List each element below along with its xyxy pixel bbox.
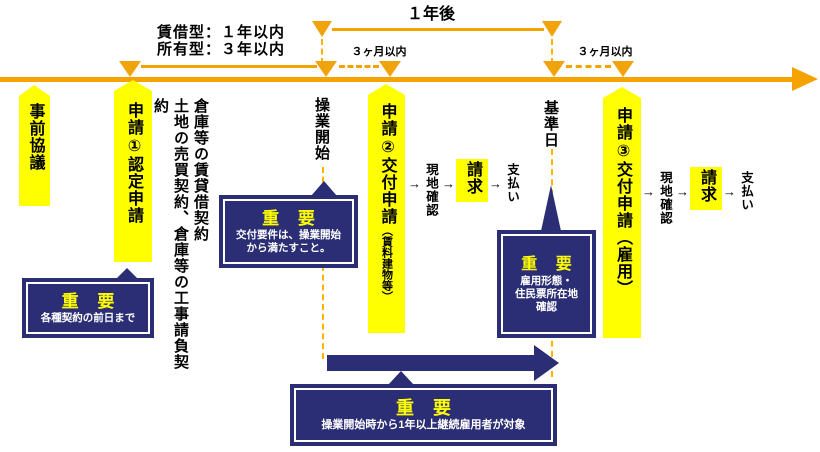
claim-label: 請求 xyxy=(456,159,488,202)
milestone-marker-basedate-icon xyxy=(543,61,565,77)
payment-label: 支払い xyxy=(739,171,753,212)
base-date-label: 基準日 xyxy=(542,100,559,148)
app2-label: 申請②交付申請（賃料建物等） xyxy=(368,95,405,333)
contracts-note: 倉庫等の賃貸借契約 土地の売買契約、倉庫等の工事請負契約 xyxy=(150,98,210,380)
claim-text: 請求 xyxy=(464,161,481,195)
start-to-app2-dashed-line xyxy=(339,65,379,68)
app3-label-tip xyxy=(603,87,641,98)
app2-label-tip xyxy=(368,84,405,95)
timeline-arrowhead-icon xyxy=(792,67,818,91)
milestone-marker-app3-icon xyxy=(612,61,634,77)
app2-label-text: 申請②交付申請（賃料建物等） xyxy=(375,95,399,333)
rental-type-text: 賃借型：１年以内 xyxy=(157,24,286,41)
flow-after-app3: → 現地確認 → 請求 → 支払い xyxy=(641,167,756,225)
important-4-title: 重 要 xyxy=(395,398,458,418)
important-box-employment-check: 重 要 雇用形態・ 住民票所在地 確認 xyxy=(497,230,596,338)
important-box-continuous-employment: 重 要 操業開始時から1年以上継続雇用者が対象 xyxy=(290,384,557,446)
one-year-later-label: １年後 xyxy=(406,6,455,23)
claim-text: 請求 xyxy=(698,169,715,203)
operation-start-label: 操業開始 xyxy=(313,97,330,161)
important-box-contracts: 重 要 各種契約の前日まで xyxy=(22,278,154,338)
important-3-line: 確認 xyxy=(536,301,557,313)
important-3-line: 雇用形態・ xyxy=(520,275,573,287)
important-3-line: 住民票所在地 xyxy=(515,288,578,300)
bracket-left-dash xyxy=(321,39,323,64)
important-1-title: 重 要 xyxy=(61,292,122,311)
three-months-label-1: ３ヶ月以内 xyxy=(351,46,407,58)
contracts-line-2: 土地の売買契約、倉庫等の工事請負契約 xyxy=(152,98,189,370)
flow-arrow-icon: → xyxy=(676,184,689,199)
important-2-line: 交付要件は、操業開始 xyxy=(236,229,341,241)
important-1-inner: 重 要 各種契約の前日まで xyxy=(26,282,150,334)
site-check-label: 現地確認 xyxy=(424,163,438,217)
one-year-bracket-line xyxy=(332,28,544,31)
app1-to-start-interval-line xyxy=(141,65,317,68)
payment-label: 支払い xyxy=(505,163,519,204)
three-months-label-2: ３ヶ月以内 xyxy=(577,46,633,58)
milestone-marker-app1-icon xyxy=(119,61,141,77)
type-note: 賃借型：１年以内 所有型：３年以内 xyxy=(157,24,285,58)
app1-label-tip xyxy=(114,80,152,91)
app2-sub-text: （賃料建物等） xyxy=(380,225,393,302)
important-2-title: 重 要 xyxy=(262,209,322,228)
flow-arrow-icon: → xyxy=(642,184,655,199)
timeline-bar xyxy=(0,77,796,82)
app2-main-text: 申請②交付申請 xyxy=(378,103,396,225)
flow-arrow-icon: → xyxy=(442,176,455,191)
app3-label-text: 申請③交付申請（雇用） xyxy=(614,107,631,297)
claim-label: 請求 xyxy=(690,167,722,210)
important-3-title: 重 要 xyxy=(521,256,579,273)
important-4-line: 操業開始時から1年以上継続雇用者が対象 xyxy=(321,419,526,431)
milestone-marker-app2-icon xyxy=(379,61,401,77)
prior-label-text: 事前協議 xyxy=(26,103,44,171)
prior-label-tip xyxy=(19,85,50,96)
basedate-to-app3-dashed-line xyxy=(566,65,611,68)
important-3-inner: 重 要 雇用形態・ 住民票所在地 確認 xyxy=(501,234,592,334)
important-3-callout-icon xyxy=(541,185,561,231)
contracts-line-1: 倉庫等の賃貸借契約 xyxy=(192,98,209,242)
app3-label: 申請③交付申請（雇用） xyxy=(603,98,641,338)
app1-label: 申請①認定申請 xyxy=(114,91,152,262)
bracket-left-marker-icon xyxy=(312,21,332,37)
employment-period-arrowhead-icon xyxy=(534,345,559,381)
important-4-callout-icon xyxy=(388,371,414,385)
important-1-line: 各種契約の前日まで xyxy=(40,312,136,324)
flow-arrow-icon: → xyxy=(723,184,736,199)
employment-period-arrow xyxy=(327,355,534,371)
important-box-requirements: 重 要 交付要件は、操業開始 から満たすこと。 xyxy=(219,195,358,268)
site-check-label: 現地確認 xyxy=(658,171,672,225)
milestone-marker-start-icon xyxy=(315,61,337,77)
owned-type-text: 所有型：３年以内 xyxy=(157,41,286,58)
prior-consultation-label: 事前協議 xyxy=(19,96,50,206)
important-2-line: から満たすこと。 xyxy=(246,242,331,254)
important-4-inner: 重 要 操業開始時から1年以上継続雇用者が対象 xyxy=(294,388,553,442)
bracket-right-dash xyxy=(551,39,553,64)
important-2-callout-icon xyxy=(311,181,337,196)
important-2-inner: 重 要 交付要件は、操業開始 から満たすこと。 xyxy=(223,199,354,264)
flow-arrow-icon: → xyxy=(408,176,421,191)
important-1-callout-icon xyxy=(115,268,139,280)
flow-after-app2: → 現地確認 → 請求 → 支払い xyxy=(407,159,522,217)
flow-arrow-icon: → xyxy=(489,176,502,191)
bracket-right-marker-icon xyxy=(542,21,562,37)
app1-label-text: 申請①認定申請 xyxy=(125,102,142,224)
